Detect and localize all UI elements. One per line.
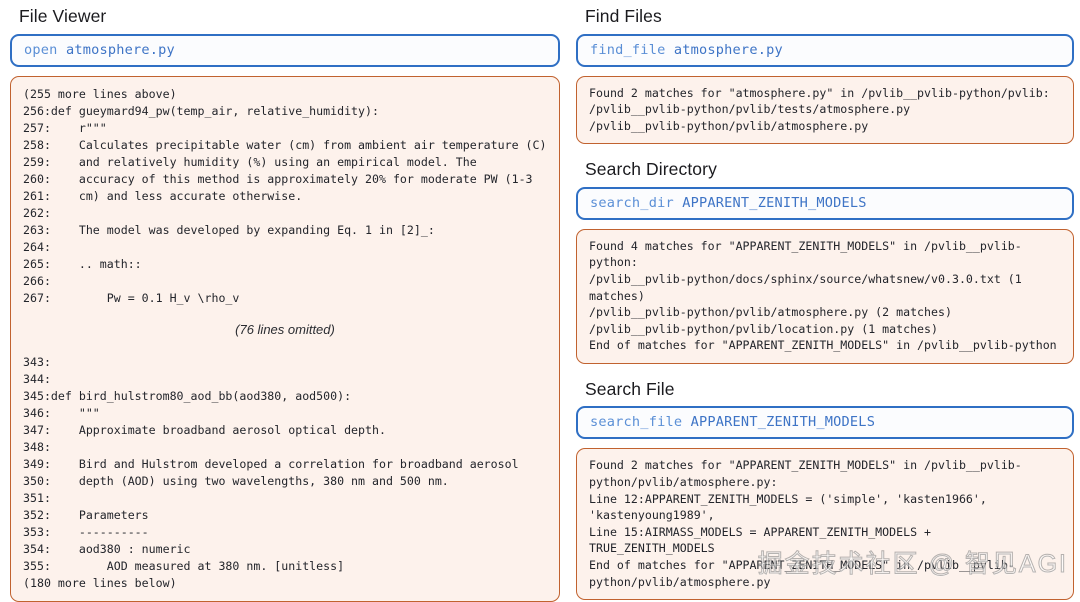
code-line: 349: Bird and Hulstrom developed a corre… bbox=[23, 456, 519, 471]
code-line: 353: ---------- bbox=[23, 524, 149, 539]
code-line: 348: bbox=[23, 439, 51, 454]
code-line: 350: depth (AOD) using two wavelengths, … bbox=[23, 473, 449, 488]
code-line: 352: Parameters bbox=[23, 507, 149, 522]
code-line: 263: The model was developed by expandin… bbox=[23, 222, 435, 237]
code-line: 264: bbox=[23, 239, 51, 254]
command-argument-value: atmosphere.py bbox=[673, 41, 783, 58]
code-block-bottom: 343: 344: 345:def bird_hulstrom80_aod_bb… bbox=[23, 354, 547, 592]
code-line: 265: .. math:: bbox=[23, 256, 142, 271]
code-line: 343: bbox=[23, 354, 51, 369]
search-file-command-input[interactable]: search_file APPARENT_ZENITH_MODELS bbox=[576, 406, 1074, 440]
file-viewer-panel: File Viewer open atmosphere.py (255 more… bbox=[10, 0, 560, 602]
code-line: 354: aod380 : numeric bbox=[23, 541, 191, 556]
command-name: search_file bbox=[590, 414, 683, 431]
code-line: 351: bbox=[23, 490, 51, 505]
file-viewer-command-input[interactable]: open atmosphere.py bbox=[10, 33, 560, 67]
code-line: 261: cm) and less accurate otherwise. bbox=[23, 188, 303, 203]
code-line: 260: accuracy of this method is approxim… bbox=[23, 171, 533, 186]
code-line: 346: """ bbox=[23, 405, 100, 420]
command-name: search_dir bbox=[590, 194, 674, 211]
command-name: find_file bbox=[590, 41, 666, 58]
command-space bbox=[674, 195, 682, 211]
command-name: open bbox=[24, 41, 58, 58]
search-directory-output[interactable]: Found 4 matches for "APPARENT_ZENITH_MOD… bbox=[576, 228, 1074, 364]
code-line: (180 more lines below) bbox=[23, 575, 177, 590]
command-argument-value: APPARENT_ZENITH_MODELS bbox=[690, 414, 876, 431]
command-space bbox=[682, 414, 690, 430]
app-root: File Viewer open atmosphere.py (255 more… bbox=[10, 0, 1074, 602]
code-line: 259: and relatively humidity (%) using a… bbox=[23, 154, 477, 169]
command-argument-value: atmosphere.py bbox=[65, 41, 175, 58]
code-line: 345:def bird_hulstrom80_aod_bb(aod380, a… bbox=[23, 388, 352, 403]
code-line: 258: Calculates precipitable water (cm) … bbox=[23, 137, 547, 152]
search-file-title: Search File bbox=[585, 378, 675, 399]
find-files-title: Find Files bbox=[585, 6, 662, 26]
code-block-top: (255 more lines above) 256:def gueymard9… bbox=[23, 86, 547, 307]
file-viewer-title: File Viewer bbox=[19, 6, 107, 26]
command-space bbox=[665, 42, 673, 58]
code-line: 266: bbox=[23, 273, 51, 288]
code-line: 256:def gueymard94_pw(temp_air, relative… bbox=[23, 103, 379, 118]
lines-omitted-note: (76 lines omitted) bbox=[235, 321, 335, 337]
file-viewer-output[interactable]: (255 more lines above) 256:def gueymard9… bbox=[10, 75, 560, 602]
search-directory-command-input[interactable]: search_dir APPARENT_ZENITH_MODELS bbox=[576, 186, 1074, 220]
find-files-output[interactable]: Found 2 matches for "atmosphere.py" in /… bbox=[576, 75, 1074, 145]
command-argument-value: APPARENT_ZENITH_MODELS bbox=[682, 194, 867, 211]
tools-panel: Find Files find_file atmosphere.py Found… bbox=[576, 0, 1074, 601]
command-argument bbox=[58, 42, 66, 58]
code-line: 355: AOD measured at 380 nm. [unitless] bbox=[23, 558, 345, 573]
find-files-command-input[interactable]: find_file atmosphere.py bbox=[576, 33, 1074, 67]
code-line: 262: bbox=[23, 205, 51, 220]
code-line: 344: bbox=[23, 371, 51, 386]
code-line: 347: Approximate broadband aerosol optic… bbox=[23, 422, 386, 437]
search-file-output[interactable]: Found 2 matches for "APPARENT_ZENITH_MOD… bbox=[576, 448, 1074, 601]
code-line: 267: Pw = 0.1 H_v \rho_v bbox=[23, 290, 240, 305]
code-line: (255 more lines above) bbox=[23, 86, 177, 101]
search-directory-title: Search Directory bbox=[585, 159, 717, 180]
code-line: 257: r""" bbox=[23, 120, 107, 135]
